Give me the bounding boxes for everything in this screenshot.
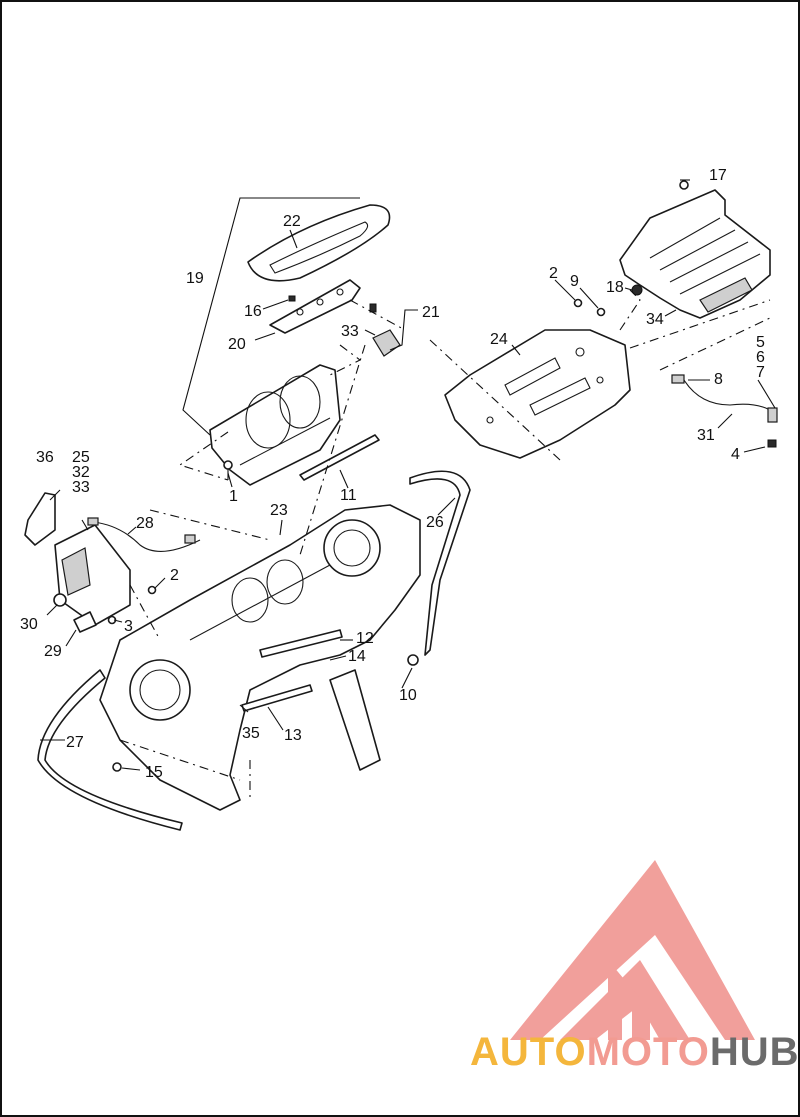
callout-14: 14 xyxy=(348,648,366,665)
leader-lines xyxy=(40,179,776,771)
part-12-strip xyxy=(259,629,343,658)
callout-33: 33 xyxy=(72,479,90,496)
part-28-wire xyxy=(87,517,201,552)
part-9-fastener xyxy=(596,307,606,317)
callout-1: 1 xyxy=(229,488,238,505)
part-17-screw xyxy=(679,180,689,190)
watermark-word-auto: AUTO xyxy=(470,1030,587,1074)
callout-36: 36 xyxy=(36,449,54,466)
callout-19: 19 xyxy=(186,270,204,287)
callout-17: 17 xyxy=(709,167,727,184)
callout-4: 4 xyxy=(731,446,740,463)
logo-outer-triangle xyxy=(510,860,755,1040)
callout-35: 35 xyxy=(242,725,260,742)
callout-25: 25 xyxy=(72,449,90,466)
callout-6: 6 xyxy=(756,349,765,366)
part-16-clip xyxy=(288,295,296,302)
callout-22: 22 xyxy=(283,213,301,230)
callout-10: 10 xyxy=(399,687,417,704)
part-19-housing xyxy=(209,364,341,486)
logo-inner-triangle xyxy=(560,960,690,1040)
callout-20: 20 xyxy=(228,336,246,353)
callout-18: 18 xyxy=(606,279,624,296)
part-2-screw-upper xyxy=(573,298,583,308)
callout-5: 5 xyxy=(756,334,765,351)
callout-34: 34 xyxy=(646,311,664,328)
part-22-top-trim xyxy=(247,204,391,282)
callout-29: 29 xyxy=(44,643,62,660)
callout-16: 16 xyxy=(244,303,262,320)
part-13-strip xyxy=(241,684,313,712)
callout-2: 2 xyxy=(170,567,179,584)
fairing-support-bracket xyxy=(329,669,381,771)
part-34-amplifier xyxy=(619,189,771,319)
callout-26: 26 xyxy=(426,514,444,531)
logo-m-stroke xyxy=(608,960,650,1040)
part-25-radio xyxy=(54,524,131,626)
watermark-word-moto: MOTO xyxy=(587,1030,710,1074)
part-23-fairing xyxy=(99,504,421,811)
part-26-edge-trim xyxy=(409,470,471,656)
callouts: 17 22 19 16 21 33 20 2 9 18 24 34 5 6 7 … xyxy=(20,167,765,781)
callout-3: 3 xyxy=(124,618,133,635)
callout-27: 27 xyxy=(66,734,84,751)
callout-7: 7 xyxy=(756,364,765,381)
callout-21: 21 xyxy=(422,304,440,321)
callout-33: 33 xyxy=(341,323,359,340)
callout-8: 8 xyxy=(714,371,723,388)
part-2-screw-lower xyxy=(147,585,157,595)
callout-2: 2 xyxy=(549,265,558,282)
callout-12: 12 xyxy=(356,630,374,647)
part-11-strip xyxy=(299,434,380,481)
callout-30: 30 xyxy=(20,616,38,633)
part-29-cylinder xyxy=(73,611,97,633)
dashed-assembly-lines xyxy=(119,289,771,800)
callout-24: 24 xyxy=(490,331,508,348)
part-1-screw xyxy=(223,460,233,480)
part-15-screw xyxy=(112,762,122,772)
part-30-nut xyxy=(53,593,67,607)
callout-15: 15 xyxy=(145,764,163,781)
part-24-lower-panel xyxy=(444,329,631,459)
callout-11: 11 xyxy=(340,487,357,504)
part-36-lens xyxy=(24,492,56,546)
callout-28: 28 xyxy=(136,515,154,532)
callout-31: 31 xyxy=(697,427,715,444)
callout-32: 32 xyxy=(72,464,90,481)
callout-13: 13 xyxy=(284,727,302,744)
callout-9: 9 xyxy=(570,273,579,290)
part-27-edge-trim xyxy=(37,669,183,831)
watermark-logo xyxy=(510,860,755,1040)
part-31-harness xyxy=(671,374,778,448)
callout-23: 23 xyxy=(270,502,288,519)
part-20-bracket xyxy=(269,279,361,334)
part-10-screw xyxy=(407,654,419,666)
watermark-text: AUTOMOTOHUB xyxy=(470,1030,800,1074)
watermark-word-hub: HUB xyxy=(710,1030,800,1074)
